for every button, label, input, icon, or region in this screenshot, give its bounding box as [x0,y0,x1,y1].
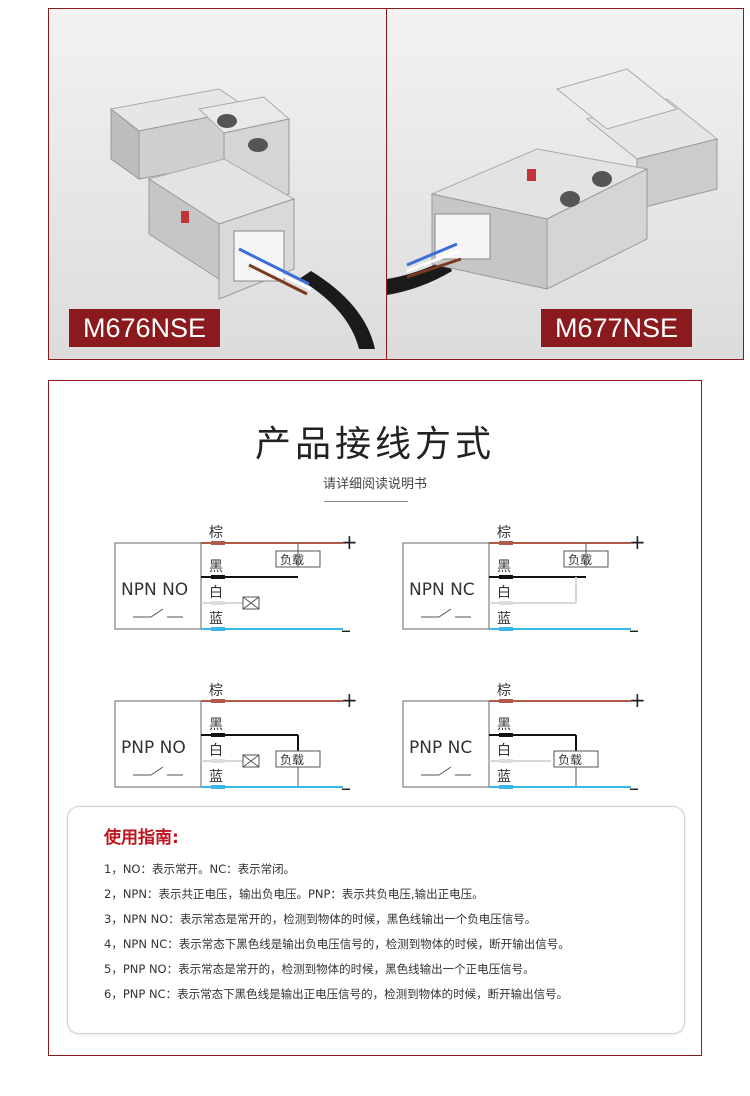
product-panel-m676nse: M676NSE [48,8,406,360]
svg-text:+: + [341,688,358,712]
guide-note-2: 2，NPN：表示共正电压，输出负电压。PNP：表示共负电压,输出正电压。 [104,887,484,901]
svg-text:负载: 负载 [280,753,304,767]
wiring-diagram-pnp-no: PNP NO 棕 黑 负载 白 蓝 + – [114,683,358,799]
svg-text:负载: 负载 [568,553,592,567]
svg-text:PNP NC: PNP NC [409,738,472,758]
svg-text:+: + [341,530,358,554]
svg-text:+: + [629,688,646,712]
svg-text:棕: 棕 [497,683,511,699]
svg-text:NPN NC: NPN NC [409,580,475,600]
sensor-image-m676nse [109,88,375,349]
svg-text:+: + [629,530,646,554]
guide-note-1: 1，NO：表示常开。NC：表示常闭。 [104,862,296,876]
svg-text:PNP NO: PNP NO [121,738,186,758]
wiring-diagram-npn-nc: NPN NC 棕 黑 负载 白 蓝 + – [402,525,646,641]
svg-text:–: – [629,618,639,641]
guide-note-3: 3，NPN NO：表示常态是常开的，检测到物体的时候，黑色线输出一个负电压信号。 [104,912,537,926]
model-label-m676nse: M676NSE [69,309,221,347]
svg-text:黑: 黑 [209,717,223,733]
svg-text:棕: 棕 [209,525,223,541]
guide-note-4: 4，NPN NC：表示常态下黑色线是输出负电压信号的，检测到物体的时候，断开输出… [104,937,570,951]
wiring-diagram-npn-no: NPN NO 棕 黑 负载 白 蓝 + – [114,525,358,641]
wiring-title: 产品接线方式 [254,424,495,465]
svg-text:棕: 棕 [209,683,223,699]
svg-text:白: 白 [497,585,511,601]
svg-text:–: – [341,618,351,641]
usage-guide-box: 使用指南: 1，NO：表示常开。NC：表示常闭。 2，NPN：表示共正电压，输出… [67,806,685,1034]
svg-text:蓝: 蓝 [209,611,223,627]
svg-text:黑: 黑 [497,559,511,575]
wiring-subtitle: 请详细阅读说明书 [322,477,427,492]
svg-text:负载: 负载 [280,553,304,567]
guide-note-6: 6，PNP NC：表示常态下黑色线是输出正电压信号的，检测到物体的时候，断开输出… [104,987,569,1001]
svg-text:白: 白 [497,743,511,759]
svg-text:–: – [341,776,351,799]
product-panel-m677nse: M677NSE [386,8,744,360]
svg-text:负载: 负载 [558,753,582,767]
model-label-m677nse: M677NSE [541,309,693,347]
mode-label: NPN NO [121,580,188,600]
svg-text:–: – [629,776,639,799]
wiring-diagram-pnp-nc: PNP NC 棕 黑 负载 白 蓝 + – [402,683,646,799]
usage-guide-title: 使用指南: [104,828,179,848]
svg-text:蓝: 蓝 [497,769,511,785]
svg-text:白: 白 [209,585,223,601]
svg-text:白: 白 [209,743,223,759]
subtitle-divider [324,501,408,502]
svg-text:蓝: 蓝 [209,769,223,785]
wiring-section: 产品接线方式 请详细阅读说明书 NPN NO 棕 黑 负载 白 蓝 + – NP… [48,380,702,1056]
svg-text:黑: 黑 [209,559,223,575]
svg-text:蓝: 蓝 [497,611,511,627]
sensor-image-m677nse [387,68,719,295]
guide-note-5: 5，PNP NO：表示常态是常开的，检测到物体的时候，黑色线输出一个正电压信号。 [104,962,535,976]
svg-text:黑: 黑 [497,717,511,733]
svg-text:棕: 棕 [497,525,511,541]
